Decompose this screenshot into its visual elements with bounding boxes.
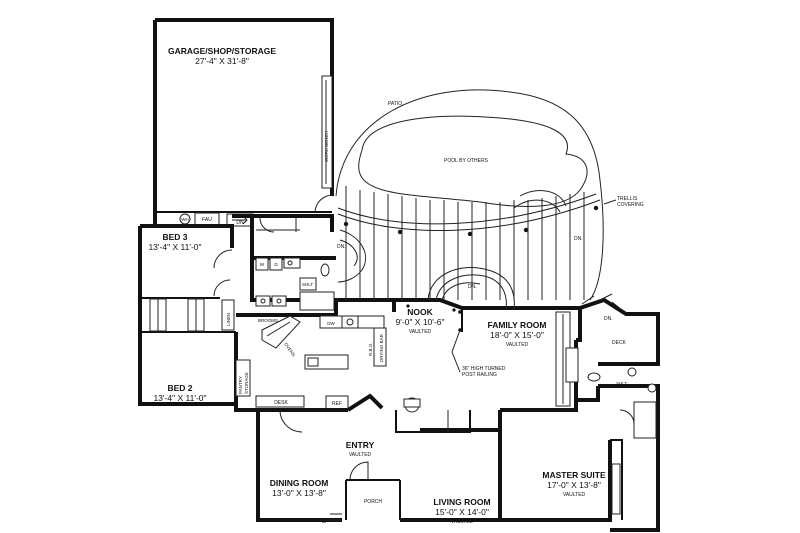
bed2-name: BED 2 [167, 383, 192, 393]
pool-label: POOL BY OTHERS [444, 158, 489, 164]
kitchen [234, 300, 387, 433]
pantry-storage [235, 359, 251, 397]
dn-garage-label: DN [236, 220, 244, 226]
drying-bar-label: DRYING BAR [379, 333, 384, 362]
labels: GARAGE/SHOP/STORAGE 27'-4" X 31'-8" PATI… [148, 46, 643, 525]
deck-label: DECK [612, 340, 627, 346]
dn-bed3-label: DN. [337, 244, 346, 250]
work-bench [321, 75, 333, 189]
dining-dims: 13'-0" X 13'-8" [272, 488, 326, 498]
desk-counter [255, 395, 305, 408]
trellis-label-1: TRELLIS [617, 196, 638, 202]
rbo-label: R.B.O. [368, 342, 373, 356]
dining-name: DINING ROOM [270, 478, 329, 488]
linen-label: LINEN [226, 313, 231, 326]
counter-run [357, 315, 385, 329]
brooms-label: BROOMS [258, 318, 278, 323]
dn-deck-label: DN. [604, 316, 613, 322]
master-tub [633, 401, 657, 439]
family-dims: 18'-0" X 15'-0" [490, 330, 544, 340]
dryer [269, 257, 283, 271]
bed2-dims: 13'-4" X 11'-0" [153, 393, 206, 403]
bathtub [299, 291, 335, 311]
master-name: MASTER SUITE [542, 470, 606, 480]
living-name: LIVING ROOM [433, 497, 490, 507]
dn-trellis-label: DN. [574, 236, 583, 242]
pool [358, 115, 588, 207]
up-porch-label: UP [322, 519, 330, 525]
family-note: VAULTED [506, 342, 529, 348]
bed3-name: BED 3 [162, 232, 187, 242]
ref-label: REF [332, 401, 342, 407]
toilet [320, 263, 330, 277]
nook-note: VAULTED [409, 329, 432, 335]
trellis-label-2: COVERING [617, 202, 644, 208]
dryer-label: D [274, 262, 278, 267]
family-name: FAMILY ROOM [487, 320, 546, 330]
porch-label: PORCH [364, 499, 382, 505]
washer-label: W [260, 262, 265, 267]
railing-label-2: POST RAILING [462, 372, 497, 378]
garage-name: GARAGE/SHOP/STORAGE [168, 46, 276, 56]
entry-name: ENTRY [346, 440, 375, 450]
bath-laundry [232, 214, 336, 311]
nook-name: NOOK [407, 307, 433, 317]
bed2 [138, 332, 251, 406]
washer [255, 257, 269, 271]
bed3 [138, 224, 236, 333]
linen-closet [221, 299, 235, 331]
shelf-label-2: SHLT [616, 381, 627, 386]
master-suite [498, 367, 660, 532]
wh-label: WH [181, 217, 189, 222]
bed3-dims: 13'-4" X 11'-0" [148, 242, 201, 252]
kitchen-sink [341, 315, 359, 329]
living-dims: 15'-0" X 14'-0" [435, 507, 489, 517]
nook-dims: 9'-0" X 10'-6" [396, 317, 445, 327]
master-dims: 17'-0" X 13'-8" [547, 480, 601, 490]
family-room [462, 306, 582, 412]
drying-bar [373, 327, 387, 367]
pantry-label-2: STORAGE [244, 372, 249, 394]
master-toilet [587, 372, 601, 382]
deck [579, 293, 660, 366]
master-note: VAULTED [563, 492, 586, 498]
oven-counter [261, 315, 301, 349]
garage-dims: 27'-4" X 31'-8" [195, 56, 249, 66]
patio-label: PATIO [388, 101, 402, 107]
kitchen-island [304, 354, 349, 370]
entry-note: VAULTED [349, 452, 372, 458]
dn-patio-label: DN. [468, 284, 477, 290]
work-bench-label: WORK BENCH [324, 131, 329, 162]
railing-label-1: 36" HIGH TURNED [462, 366, 506, 372]
desk-label: DESK [274, 400, 288, 406]
living-note: VAULTED [451, 519, 474, 525]
fau-label: FAU [202, 217, 212, 223]
bath-sink-1 [255, 295, 271, 307]
master-closet [611, 463, 621, 515]
ovens-label: OVENS [283, 342, 296, 358]
patio [335, 89, 617, 312]
shelf-label-1: SHLT [302, 282, 313, 287]
bath-sink-2 [271, 295, 287, 307]
dw-label: DW [327, 321, 335, 326]
pantry-label-1: PANTRY [238, 376, 243, 394]
shelf-box [299, 277, 317, 291]
nook [336, 298, 463, 373]
